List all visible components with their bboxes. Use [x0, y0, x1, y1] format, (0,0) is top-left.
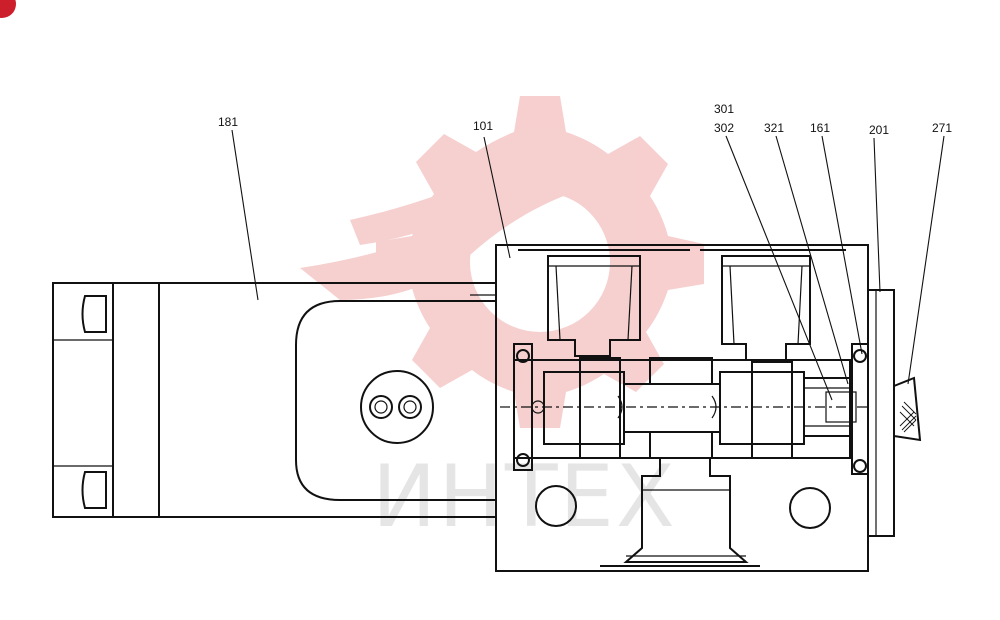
pilot-lower — [623, 457, 749, 563]
connector-pin-right — [398, 395, 422, 419]
port-right — [789, 487, 831, 529]
port-left — [535, 485, 577, 527]
right-seal-bottom — [853, 459, 867, 473]
end-cover-lip — [867, 289, 877, 537]
override-knurl — [899, 401, 917, 433]
housing-window — [295, 300, 496, 501]
end-cover-201 — [867, 289, 895, 537]
callout-302: 302 — [714, 121, 734, 135]
callout-321: 321 — [764, 121, 784, 135]
pilot-upper-left-taper-l — [555, 265, 561, 341]
watermark-swoosh-2 — [350, 152, 590, 245]
leader-lines — [231, 129, 945, 401]
pilot-upper-left — [547, 255, 641, 357]
override-knob — [893, 376, 922, 442]
connector-pin-left — [369, 395, 393, 419]
pilot-upper-left-taper-r — [627, 265, 633, 341]
spool-section-b — [623, 383, 721, 433]
leader-101 — [483, 136, 511, 259]
left-cap — [513, 343, 533, 471]
watermark-logo: ИНТЕХ — [300, 96, 704, 547]
callout-201: 201 — [869, 123, 889, 137]
spool-land-4 — [751, 361, 793, 459]
callout-301: 301 — [714, 102, 734, 116]
spool-arc-right — [711, 395, 717, 419]
watermark-text: ИНТЕХ — [372, 447, 677, 547]
left-seal-top — [516, 349, 530, 363]
spool-arc-left — [617, 395, 623, 419]
pilot-upper-right-taper-r — [797, 265, 803, 345]
spool-land-1 — [579, 357, 621, 459]
manual-override-271 — [893, 376, 922, 442]
end-cover — [867, 289, 895, 537]
pilot-upper-right — [721, 255, 811, 361]
spool-land-2 — [649, 357, 713, 385]
housing-flange — [112, 282, 160, 518]
callout-101: 101 — [473, 119, 493, 133]
leader-321 — [775, 135, 849, 385]
connector-plug — [360, 370, 434, 444]
right-cap — [851, 343, 869, 475]
pilot-upper-right-taper-l — [729, 265, 735, 345]
watermark-swoosh — [300, 184, 580, 300]
spool-stem-tip — [825, 391, 857, 423]
connector-pin-left-inner — [374, 400, 388, 414]
callout-181: 181 — [218, 115, 238, 129]
callout-161: 161 — [810, 121, 830, 135]
leader-161 — [821, 135, 863, 355]
left-seal-bottom — [516, 453, 530, 467]
callout-271: 271 — [932, 121, 952, 135]
leader-271 — [907, 135, 945, 385]
leader-201 — [873, 137, 881, 293]
right-seal-top — [853, 349, 867, 363]
corner-badge — [0, 0, 16, 18]
leader-181 — [231, 129, 259, 301]
connector-pin-right-inner — [403, 400, 417, 414]
housing-bolt-bottom — [81, 471, 107, 509]
housing-bolt-top — [81, 295, 107, 333]
leader-302 — [725, 135, 833, 401]
